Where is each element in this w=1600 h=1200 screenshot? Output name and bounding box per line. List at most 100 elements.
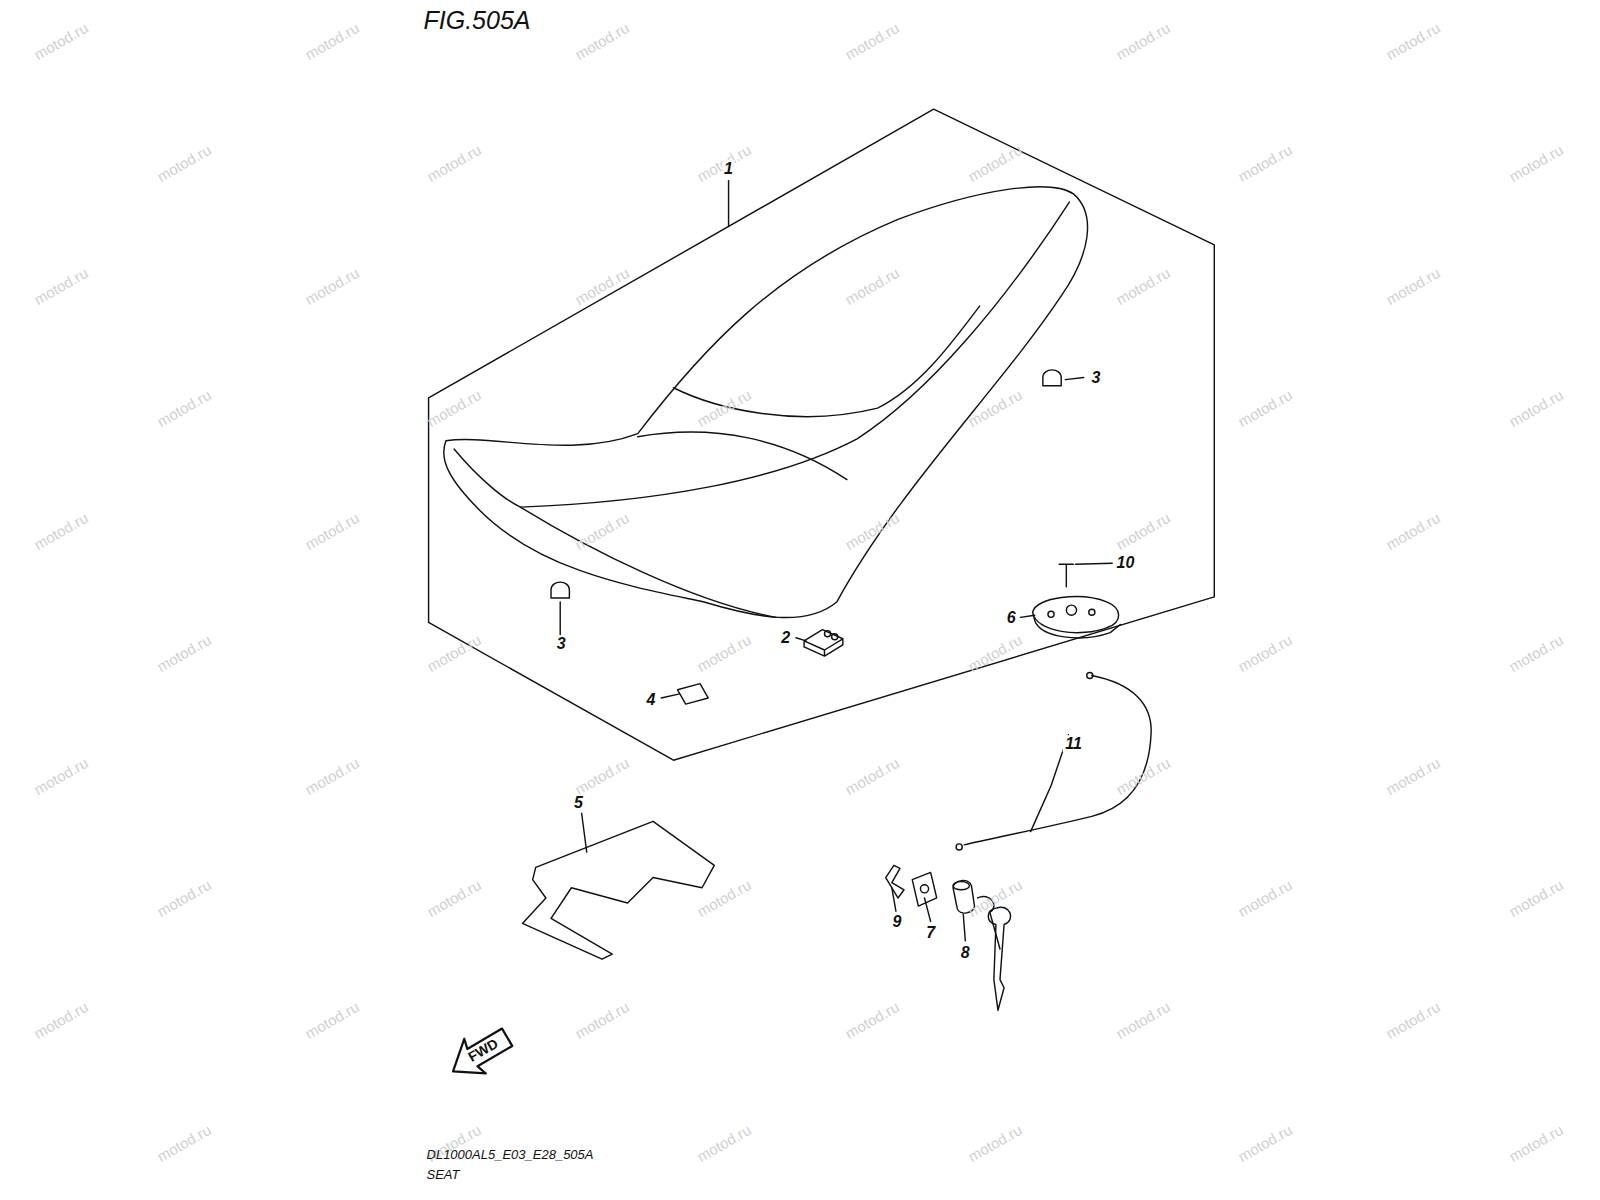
seat-lock-cable bbox=[964, 676, 1151, 845]
watermark: motod.ru bbox=[1383, 19, 1443, 63]
watermark: motod.ru bbox=[1506, 386, 1566, 430]
watermark: motod.ru bbox=[843, 508, 903, 552]
watermark: motod.ru bbox=[154, 1121, 214, 1165]
watermark: motod.ru bbox=[1235, 141, 1295, 185]
watermark: motod.ru bbox=[424, 876, 484, 920]
watermark: motod.ru bbox=[1235, 876, 1295, 920]
watermark: motod.ru bbox=[572, 753, 632, 797]
rubber-cushion bbox=[551, 582, 569, 598]
leader-line bbox=[1065, 378, 1083, 380]
watermark: motod.ru bbox=[31, 753, 91, 797]
watermark: motod.ru bbox=[965, 141, 1025, 185]
leader-line bbox=[892, 888, 896, 911]
watermark: motod.ru bbox=[1506, 1121, 1566, 1165]
watermark: motod.ru bbox=[1383, 264, 1443, 308]
callout-number: 1 bbox=[722, 161, 735, 179]
leader-line bbox=[1020, 615, 1034, 617]
leader-line bbox=[728, 181, 729, 227]
watermark: motod.ru bbox=[1235, 631, 1295, 675]
watermark: motod.ru bbox=[695, 386, 755, 430]
lock-washer bbox=[912, 872, 936, 906]
watermark: motod.ru bbox=[302, 19, 362, 63]
callout-number: 4 bbox=[645, 691, 658, 709]
watermark: motod.ru bbox=[1235, 386, 1295, 430]
figure-title: FIG.505A bbox=[423, 6, 530, 35]
seat-bracket bbox=[522, 821, 714, 959]
watermark: motod.ru bbox=[1383, 508, 1443, 552]
watermark: motod.ru bbox=[1113, 19, 1173, 63]
watermark: motod.ru bbox=[302, 508, 362, 552]
callout-number: 2 bbox=[779, 629, 792, 647]
watermark: motod.ru bbox=[31, 508, 91, 552]
leader-line bbox=[661, 694, 679, 698]
watermark: motod.ru bbox=[572, 508, 632, 552]
watermark: motod.ru bbox=[1383, 998, 1443, 1042]
callout-number: 3 bbox=[1089, 369, 1102, 387]
leader-line bbox=[559, 602, 560, 635]
watermark: motod.ru bbox=[154, 386, 214, 430]
watermark: motod.ru bbox=[572, 264, 632, 308]
watermark: motod.ru bbox=[1113, 998, 1173, 1042]
watermark: motod.ru bbox=[424, 141, 484, 185]
callout-number: 9 bbox=[890, 914, 903, 932]
watermark: motod.ru bbox=[1383, 753, 1443, 797]
watermark: motod.ru bbox=[695, 631, 755, 675]
label-sticker bbox=[678, 684, 709, 704]
watermark: motod.ru bbox=[843, 998, 903, 1042]
watermark: motod.ru bbox=[302, 753, 362, 797]
seat-seam bbox=[520, 507, 775, 617]
watermark: motod.ru bbox=[31, 998, 91, 1042]
watermark: motod.ru bbox=[965, 386, 1025, 430]
watermark: motod.ru bbox=[572, 998, 632, 1042]
watermark: motod.ru bbox=[1113, 508, 1173, 552]
watermark: motod.ru bbox=[424, 386, 484, 430]
watermark: motod.ru bbox=[572, 19, 632, 63]
diagram-caption: SEAT bbox=[427, 1167, 460, 1182]
watermark: motod.ru bbox=[965, 1121, 1025, 1165]
callout-number: 10 bbox=[1115, 554, 1137, 572]
watermark: motod.ru bbox=[31, 19, 91, 63]
forward-arrow bbox=[453, 1029, 512, 1074]
watermark: motod.ru bbox=[843, 264, 903, 308]
leader-line bbox=[924, 898, 930, 921]
leader-line bbox=[582, 813, 587, 852]
callout-number: 11 bbox=[1063, 735, 1084, 753]
watermark: motod.ru bbox=[302, 998, 362, 1042]
watermark: motod.ru bbox=[1506, 876, 1566, 920]
screw bbox=[1059, 564, 1073, 586]
watermark: motod.ru bbox=[1506, 631, 1566, 675]
seat-seam bbox=[638, 432, 847, 480]
lock-clip bbox=[886, 865, 904, 898]
watermark: motod.ru bbox=[31, 264, 91, 308]
watermark: motod.ru bbox=[154, 141, 214, 185]
watermark: motod.ru bbox=[695, 876, 755, 920]
seat-buffer bbox=[804, 630, 843, 657]
callout-number: 8 bbox=[959, 944, 972, 962]
watermark: motod.ru bbox=[843, 753, 903, 797]
assembly-box bbox=[429, 109, 1215, 760]
model-code: DL1000AL5_E03_E28_505A bbox=[427, 1147, 594, 1162]
callout-number: 3 bbox=[555, 635, 568, 653]
seat-outline bbox=[444, 187, 1088, 618]
watermark: motod.ru bbox=[154, 631, 214, 675]
watermark: motod.ru bbox=[1506, 141, 1566, 185]
watermark: motod.ru bbox=[1235, 1121, 1295, 1165]
watermark: motod.ru bbox=[1113, 264, 1173, 308]
leader-line bbox=[963, 914, 965, 941]
watermark: motod.ru bbox=[1113, 753, 1173, 797]
leader-line bbox=[1076, 563, 1113, 564]
watermark: motod.ru bbox=[843, 19, 903, 63]
latch-plate bbox=[1033, 597, 1121, 638]
watermark: motod.ru bbox=[302, 264, 362, 308]
callout-number: 7 bbox=[924, 924, 937, 942]
seat-seam bbox=[454, 202, 1069, 507]
callout-number: 6 bbox=[1005, 610, 1018, 628]
watermark: motod.ru bbox=[695, 1121, 755, 1165]
rubber-cushion bbox=[1043, 370, 1061, 386]
key bbox=[988, 907, 1010, 1010]
leader-line bbox=[796, 638, 806, 641]
watermark: motod.ru bbox=[965, 631, 1025, 675]
watermark: motod.ru bbox=[154, 876, 214, 920]
